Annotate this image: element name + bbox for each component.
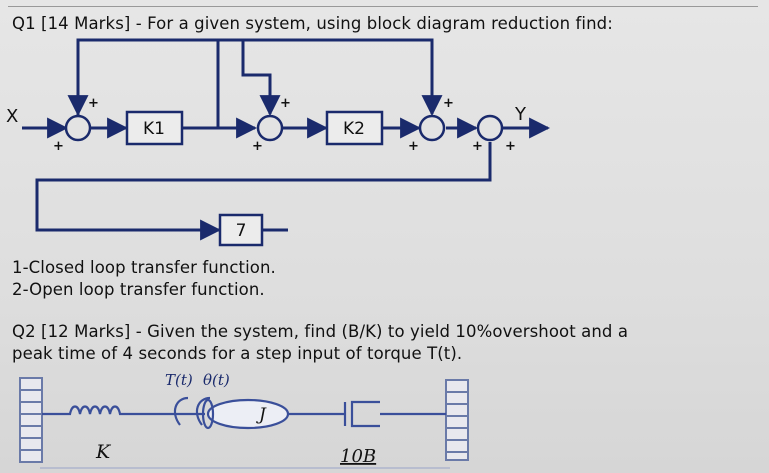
inertia-end: [201, 398, 215, 430]
path-bottom-feedback: [35, 142, 492, 232]
spring: [42, 405, 205, 416]
path-top-outer: [76, 38, 434, 116]
left-wall: [19, 377, 43, 463]
summing-junction-3: [418, 114, 446, 142]
path-inner-loop: [241, 40, 272, 101]
angle-label: θ(t): [203, 371, 230, 389]
page-divider: [8, 6, 758, 7]
damper-label: 10B: [340, 446, 376, 467]
q1-title: Q1 [14 Marks] - For a given system, usin…: [12, 14, 613, 33]
block-k2-label: K2: [343, 119, 365, 139]
sign-sum2-left: +: [252, 139, 263, 154]
torque-arrow-left: [173, 396, 189, 426]
q2-line-1: Q2 [12 Marks] - Given the system, find (…: [12, 322, 629, 341]
q2-line-2: peak time of 4 seconds for a step input …: [12, 344, 463, 363]
block-gain-7: [218, 213, 264, 247]
summing-junction-2: [256, 114, 284, 142]
sign-sum4-left: +: [472, 139, 483, 154]
output-label: Y: [514, 104, 527, 125]
inertia-label: J: [256, 405, 267, 425]
block-k1-label: K1: [143, 119, 165, 139]
inertia-disk: [206, 398, 290, 430]
q1-item-2: 2-Open loop transfer function.: [12, 280, 265, 299]
sign-sum2-top: +: [280, 96, 291, 111]
sign-sum3-left: +: [408, 139, 419, 154]
summing-junction-1: [64, 114, 92, 142]
block-k2: [325, 110, 384, 146]
summing-junction-4: [476, 114, 504, 142]
spring-label: K: [95, 441, 112, 463]
mechanical-system: T(t) θ(t) K J 10B: [19, 371, 469, 469]
sign-sum1-top: +: [88, 96, 99, 111]
q1-item-1: 1-Closed loop transfer function.: [12, 258, 276, 277]
sign-sum1-left: +: [53, 139, 64, 154]
damper-cylinder: [350, 400, 380, 428]
torque-label: T(t): [165, 371, 193, 389]
block-k1: [125, 110, 184, 146]
sign-sum4-bottom: +: [505, 139, 516, 154]
torque-arrow-right: [195, 396, 211, 426]
input-label: X: [6, 106, 18, 127]
sign-sum3-top: +: [443, 96, 454, 111]
block-gain-7-label: 7: [236, 221, 247, 241]
